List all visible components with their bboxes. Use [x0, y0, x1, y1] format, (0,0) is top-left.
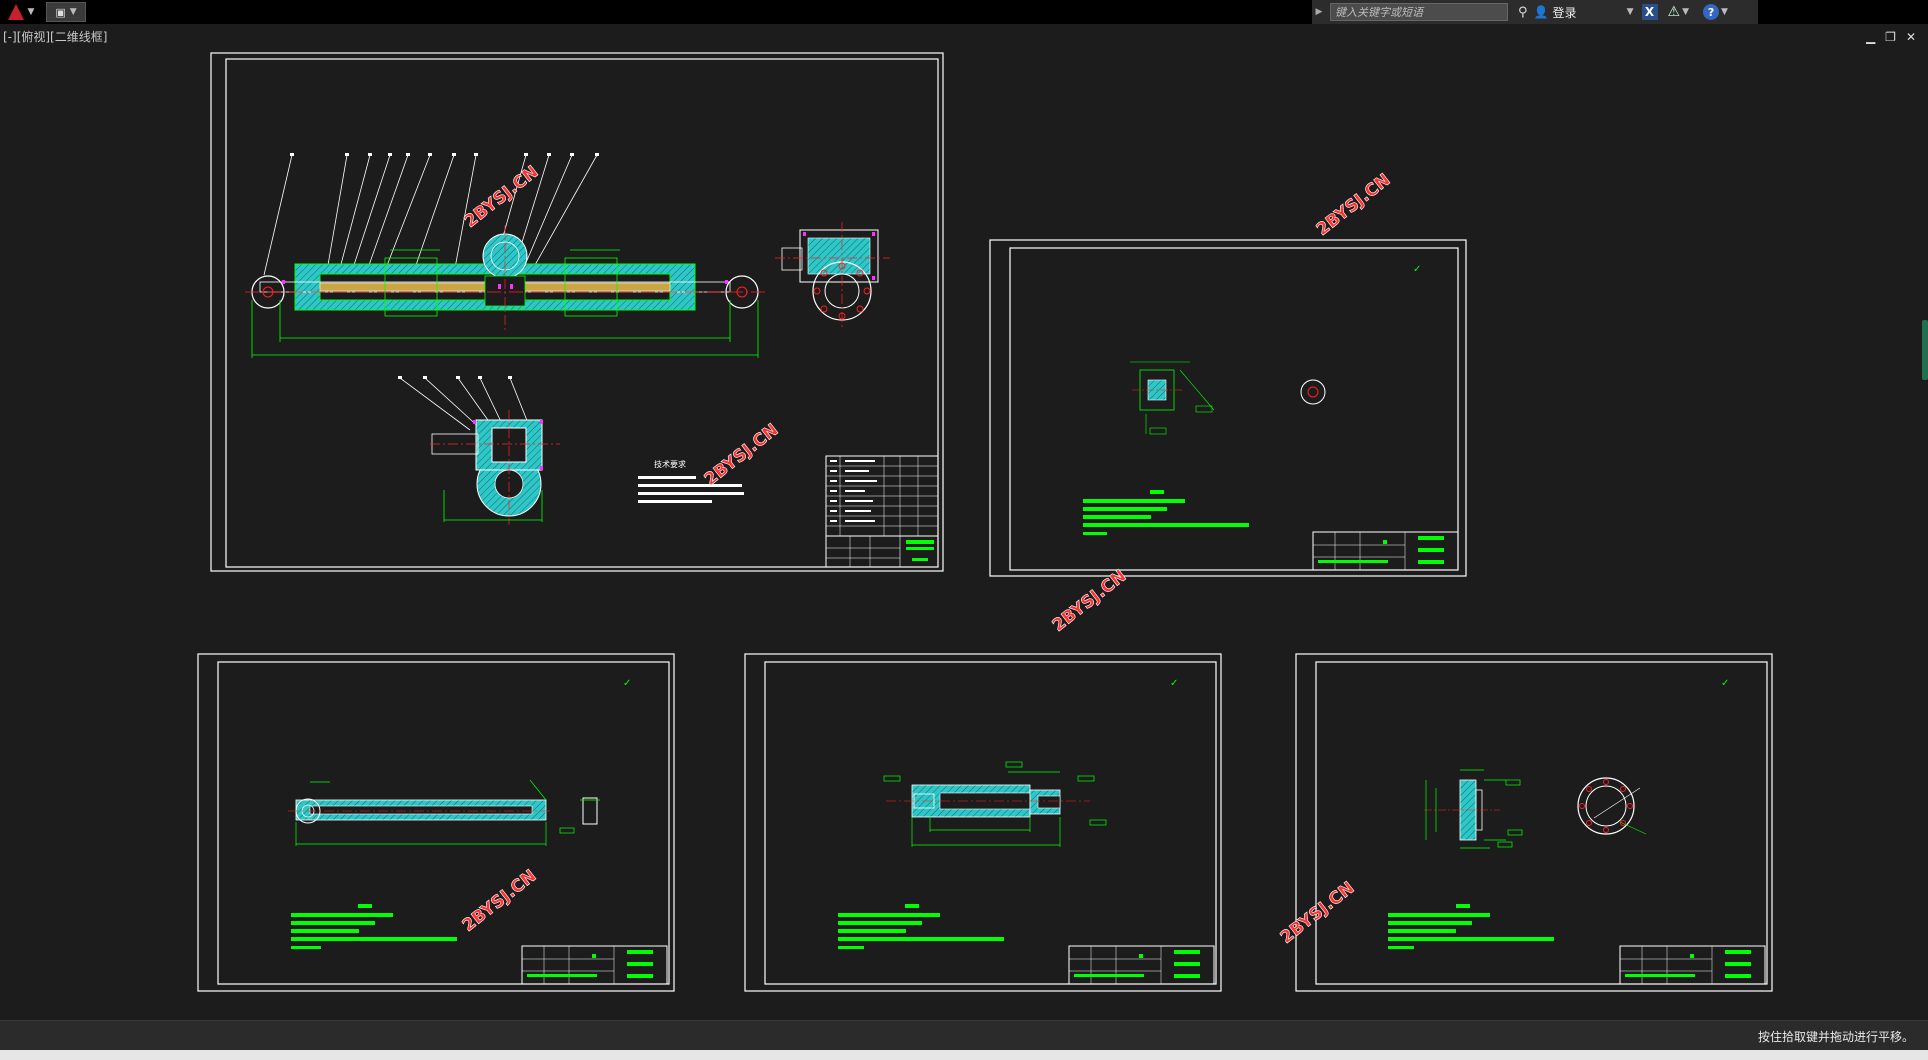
svg-text:✓: ✓	[1170, 678, 1178, 689]
user-icon: 👤	[1533, 5, 1549, 19]
chevron-down-icon: ▼	[1682, 7, 1690, 17]
watermark-2: 2BYSJ.CN	[701, 420, 783, 490]
cylinder-assembly-view	[245, 225, 765, 358]
svg-text:✓: ✓	[623, 678, 631, 689]
watermark-6: 2BYSJ.CN	[1277, 878, 1359, 948]
title-bar: ▼ ▣ ▼ ▶ ⚲ 👤 登录 ▼ X ⚠ ▼ ? ▼	[0, 0, 1928, 24]
side-view-flange	[775, 222, 890, 330]
login-button[interactable]: 👤 登录 ▼	[1534, 4, 1634, 21]
watermark-5: 2BYSJ.CN	[459, 866, 541, 936]
svg-text:✓: ✓	[1413, 264, 1421, 275]
exchange-icon[interactable]: X	[1641, 4, 1658, 20]
autodesk-a360-icon[interactable]: ⚠	[1667, 4, 1681, 20]
assembly-title-block	[825, 455, 939, 568]
assembly-drawing-sheet: 技术要求	[210, 52, 944, 572]
worm-gear-section-view	[398, 376, 560, 525]
part-drawing-sheet-2: ✓	[989, 239, 1467, 577]
autocad-logo-icon	[7, 4, 24, 20]
watermark-3: 2BYSJ.CN	[1313, 170, 1395, 240]
application-menu-button[interactable]: ▼	[2, 1, 40, 23]
help-icon[interactable]: ?	[1703, 4, 1720, 20]
drawing-window-controls: ▁ ❐ ✕	[1866, 30, 1916, 44]
technical-requirements-note: 技术要求	[638, 459, 744, 503]
chevron-down-icon: ▼	[1626, 7, 1634, 17]
part-drawing-sheet-3: ✓	[197, 653, 675, 992]
chevron-down-icon: ▼	[69, 7, 77, 17]
command-prompt-text: 按住拾取键并拖动进行平移。	[1757, 1030, 1914, 1044]
infocenter-toolbar: ▶ ⚲ 👤 登录 ▼ X ⚠ ▼ ? ▼	[1312, 0, 1758, 24]
minimize-icon[interactable]: ▁	[1865, 30, 1876, 44]
navigation-bar-handle[interactable]	[1922, 320, 1928, 380]
chevron-down-icon: ▼	[1721, 7, 1728, 17]
model-space-canvas[interactable]: 技术要求	[0, 40, 1928, 1020]
search-input[interactable]	[1330, 3, 1508, 21]
binoculars-icon[interactable]: ⚲	[1518, 4, 1528, 20]
login-label: 登录	[1552, 5, 1577, 20]
command-status-bar: 按住拾取键并拖动进行平移。	[0, 1020, 1928, 1050]
workspace-icon: ▣	[55, 5, 66, 19]
close-icon[interactable]: ✕	[1905, 30, 1916, 44]
quick-access-toolbar[interactable]: ▣ ▼	[46, 2, 86, 22]
expand-arrow-icon[interactable]: ▶	[1315, 7, 1323, 17]
restore-icon[interactable]: ❐	[1885, 30, 1896, 44]
chevron-down-icon: ▼	[27, 7, 35, 17]
tech-req-title: 技术要求	[654, 459, 686, 469]
part-drawing-sheet-4: ✓	[744, 653, 1222, 992]
svg-text:✓: ✓	[1721, 678, 1729, 689]
bottom-strip	[0, 1050, 1928, 1060]
part-drawing-sheet-5: ✓	[1295, 653, 1773, 992]
viewport-controls[interactable]: [-][俯视][二维线框]	[3, 30, 108, 44]
